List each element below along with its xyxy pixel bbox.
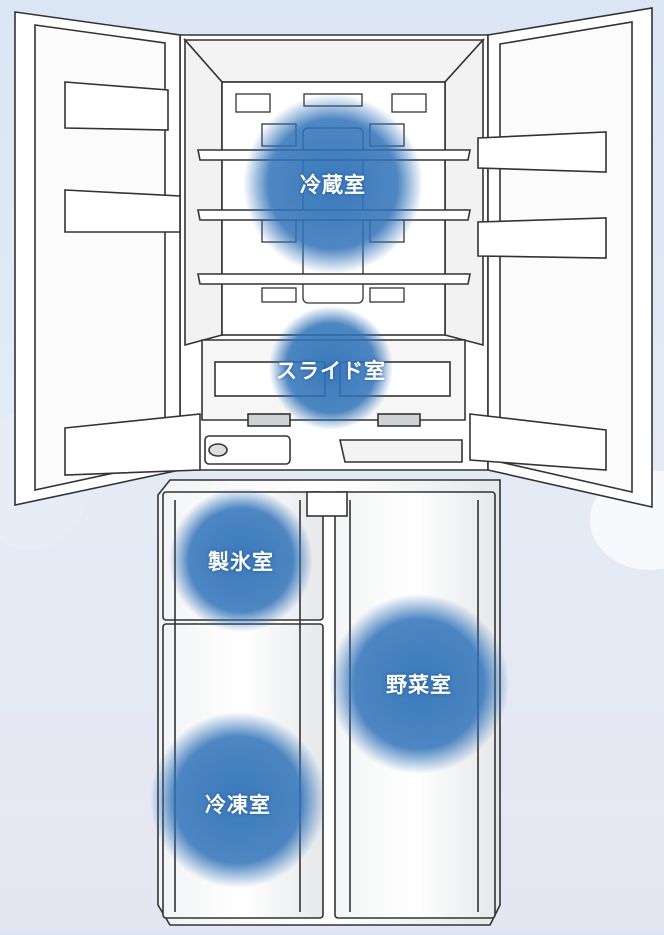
right-door — [469, 7, 653, 509]
fridge-highlight — [243, 94, 423, 274]
compartment-highlights — [150, 94, 509, 888]
slide-highlight — [269, 306, 393, 430]
freezer-highlight — [150, 712, 326, 888]
freezer-label: 冷凍室 — [205, 793, 271, 817]
fridge-label: 冷蔵室 — [300, 173, 366, 197]
ice-label: 製氷室 — [208, 550, 274, 574]
slide-label: スライド室 — [276, 359, 386, 383]
ice-highlight — [169, 488, 313, 632]
left-door — [14, 11, 201, 506]
vegetable-highlight — [329, 594, 509, 774]
vegetable-label: 野菜室 — [386, 673, 452, 697]
